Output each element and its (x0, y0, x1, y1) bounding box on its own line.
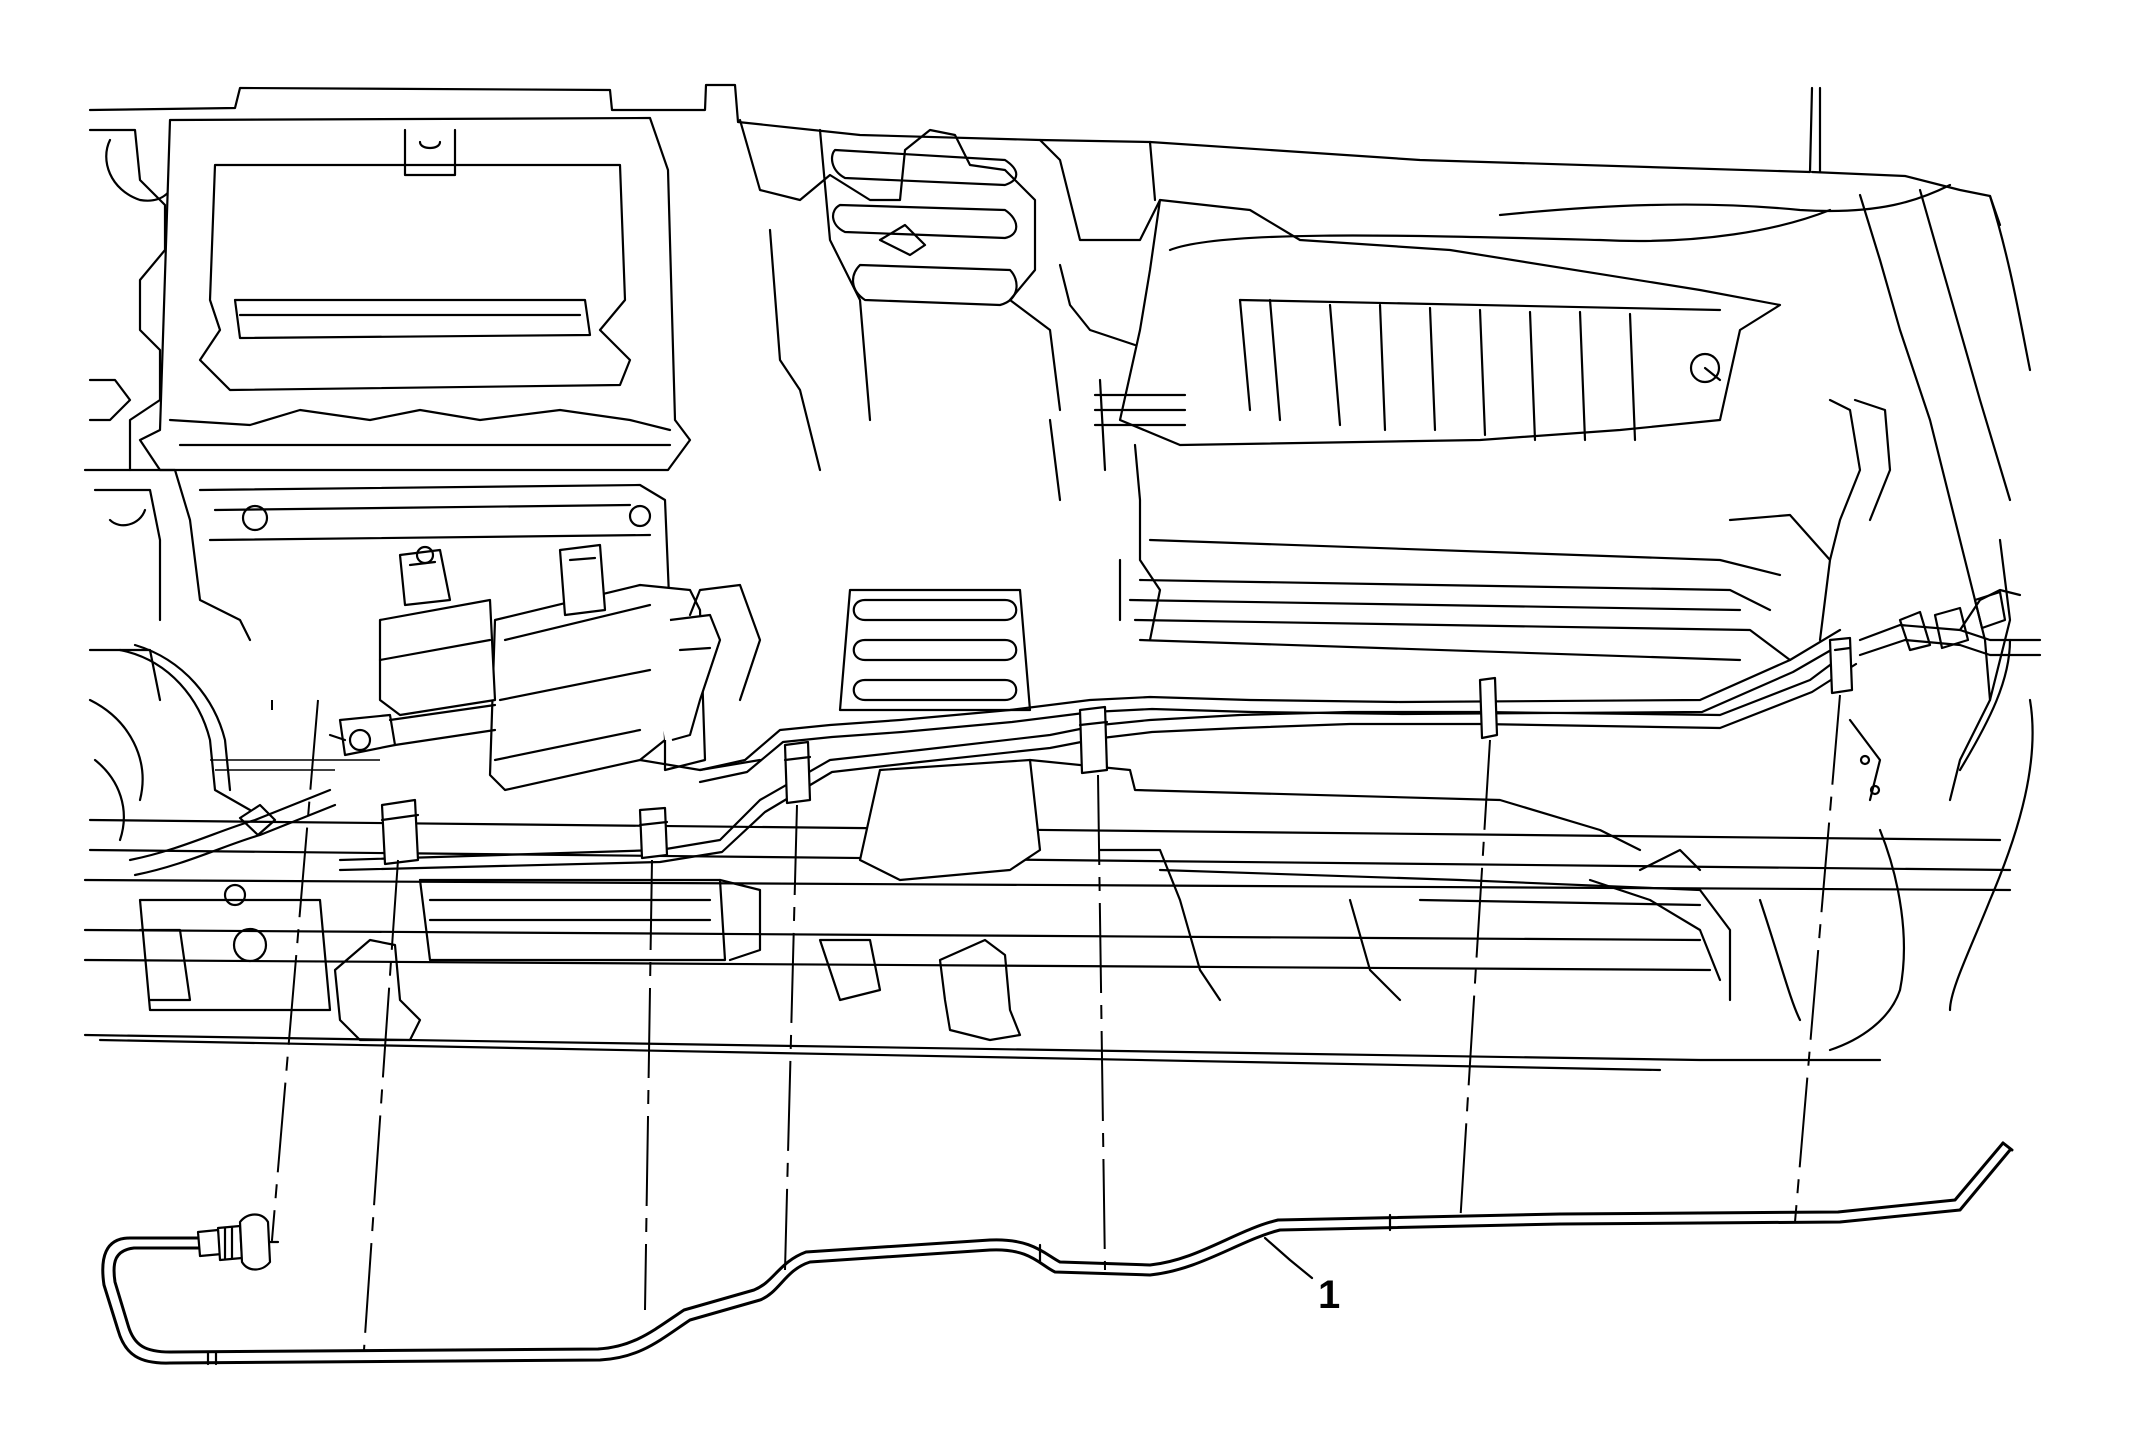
fuel-line-assembly (101, 1141, 2014, 1366)
evap-canister (328, 543, 762, 792)
callout-1-label: 1 (1318, 1273, 1340, 1317)
installed-fuel-lines (118, 588, 2042, 877)
installation-leader-lines (271, 694, 1841, 1351)
vehicle-underbody (83, 83, 2034, 1072)
